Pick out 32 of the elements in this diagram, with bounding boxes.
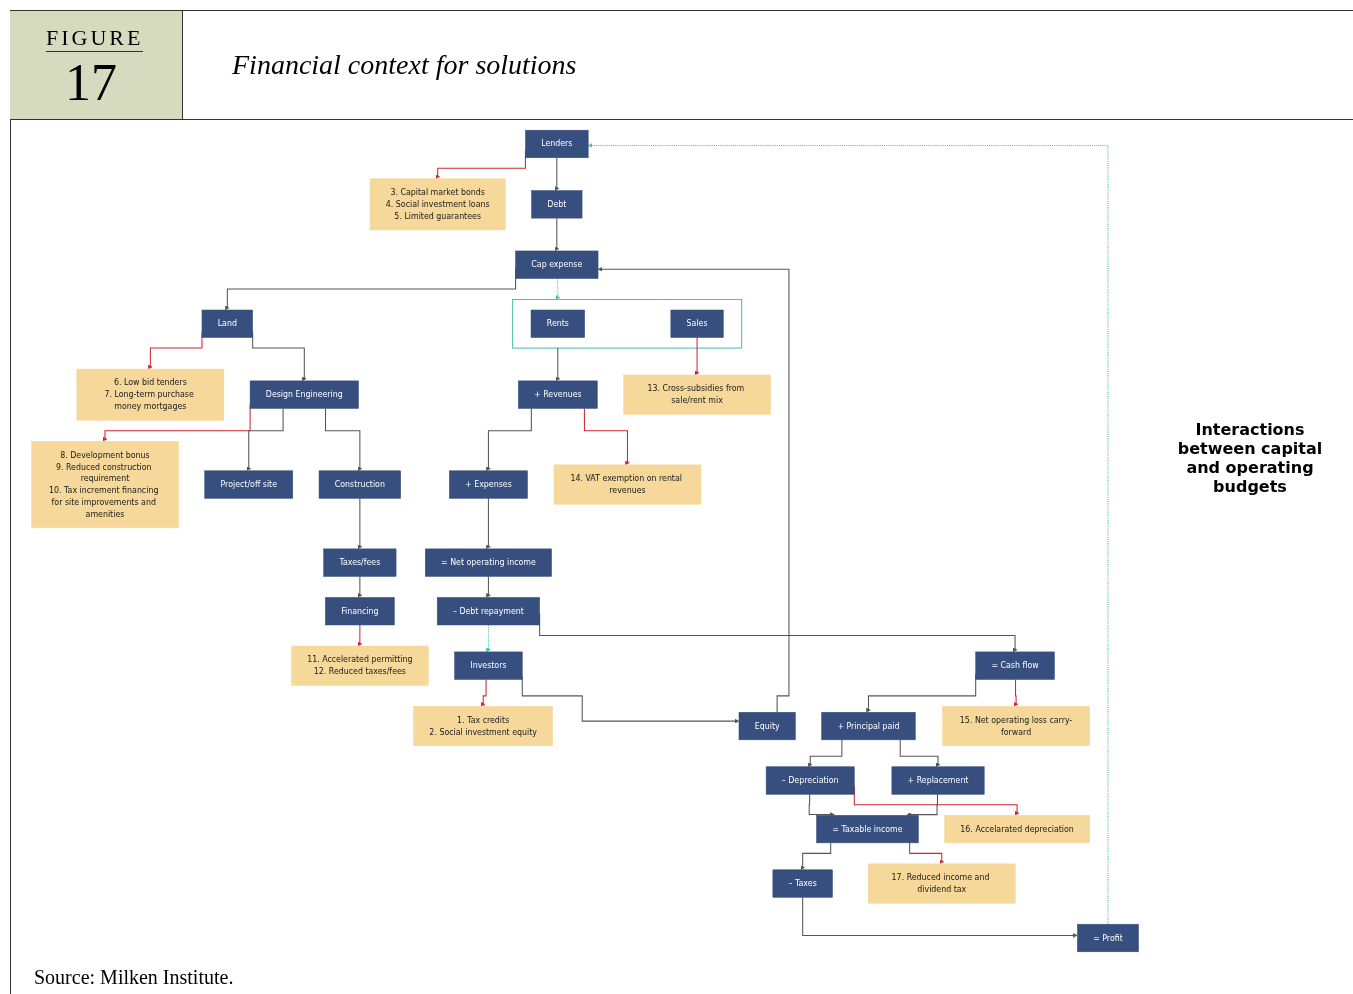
figure-title: Financial context for solutions <box>232 49 577 81</box>
arrow <box>246 407 284 471</box>
arrow <box>588 143 1109 925</box>
source-caption: Source: Milken Institute. <box>34 966 234 989</box>
annotation-text: Interactions between capital and operating budgets <box>1176 420 1324 496</box>
arrow <box>597 266 790 713</box>
arrow <box>486 407 532 471</box>
arrow <box>800 842 832 870</box>
figure-number: 17 <box>65 55 117 111</box>
arrow <box>357 624 363 647</box>
arrow <box>808 793 835 817</box>
figure-label: FIGURE <box>46 25 144 52</box>
arrow <box>325 407 363 471</box>
arrow <box>486 497 491 550</box>
arrow <box>802 896 1078 938</box>
arrow <box>807 739 843 767</box>
arrow <box>555 347 561 382</box>
arrow <box>1013 678 1019 707</box>
arrow <box>555 278 561 300</box>
arrow <box>357 575 363 598</box>
arrow <box>357 497 363 550</box>
arrow <box>554 157 560 191</box>
arrow <box>554 217 560 252</box>
arrow <box>486 575 491 598</box>
arrow <box>694 337 700 376</box>
arrow <box>906 793 938 817</box>
arrow <box>899 739 941 767</box>
arrow <box>480 678 487 707</box>
cluster <box>512 299 743 349</box>
arrow <box>486 624 491 653</box>
arrow <box>909 842 945 865</box>
arrow <box>583 407 630 466</box>
